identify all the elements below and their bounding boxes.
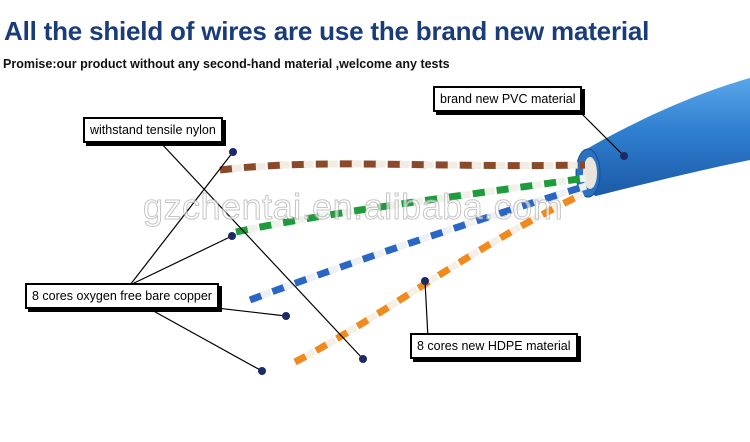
pair-brown — [219, 160, 586, 174]
leader-copper-2 — [129, 235, 233, 286]
pair-green — [235, 174, 587, 236]
pointer-dot-copper-1 — [229, 148, 237, 156]
pointer-dot-hdpe — [421, 277, 429, 285]
leader-copper-1 — [129, 151, 234, 286]
pointer-dot-copper-4 — [258, 367, 266, 375]
callout-copper: 8 cores oxygen free bare copper — [25, 283, 219, 309]
page-title: All the shield of wires are use the bran… — [4, 16, 650, 46]
page-subtitle: Promise:our product without any second-h… — [3, 57, 450, 71]
leader-pvc — [579, 111, 625, 157]
pointer-dot-copper-3 — [282, 312, 290, 320]
callout-pvc-material: brand new PVC material — [433, 86, 583, 112]
pointer-dot-copper-2 — [228, 232, 236, 240]
leader-copper-4 — [129, 297, 263, 372]
pointer-dot-nylon — [359, 355, 367, 363]
callout-nylon: withstand tensile nylon — [83, 117, 223, 143]
pair-blue — [248, 182, 588, 304]
callout-hdpe: 8 cores new HDPE material — [410, 333, 578, 359]
leader-hdpe — [424, 280, 429, 339]
pointer-dot-pvc — [620, 152, 628, 160]
watermark-text: gzchentai.en.alibaba.com — [142, 186, 564, 228]
cable-jacket — [575, 78, 750, 198]
leader-nylon — [159, 141, 364, 360]
